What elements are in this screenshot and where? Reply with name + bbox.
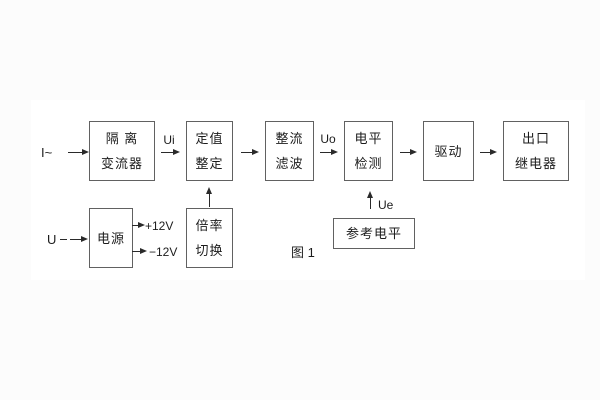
signal-label-input-current: I~	[41, 145, 53, 160]
block-label: 隔 离	[105, 131, 139, 146]
block-isolation-transformer: 隔 离 变流器	[89, 121, 155, 181]
arrow-voltage-to-power	[70, 235, 88, 242]
arrow-reference-ue-up	[367, 191, 373, 209]
signal-label-ui: Ui	[163, 133, 175, 147]
block-label: 电平	[354, 131, 383, 146]
block-ratio-switch: 倍率 切换	[186, 208, 233, 268]
block-label: 整流	[275, 131, 304, 146]
block-level-detector: 电平 检测	[344, 121, 393, 181]
block-label: 切换	[195, 243, 224, 258]
block-label: 驱动	[434, 143, 463, 159]
block-label: 检测	[354, 156, 383, 171]
block-driver: 驱动	[423, 121, 474, 181]
signal-label-uo: Uo	[320, 132, 336, 146]
figure-caption: 图 1	[291, 245, 315, 260]
line-voltage-input-dash	[60, 239, 67, 240]
arrow-rectifier-to-level	[320, 148, 338, 155]
block-label: 变流器	[100, 156, 143, 171]
signal-label-minus12v: −12V	[149, 245, 178, 259]
block-power-supply: 电源	[89, 208, 133, 268]
block-label: 继电器	[514, 156, 557, 171]
block-label: 出口	[521, 131, 550, 146]
arrow-power-minus12v	[132, 247, 147, 254]
arrow-isolation-to-setpoint	[161, 148, 180, 155]
arrow-ratio-to-setpoint	[206, 187, 212, 207]
block-label: 参考电平	[345, 226, 402, 241]
block-label: 电源	[96, 230, 125, 246]
block-label: 定值	[195, 131, 224, 146]
arrow-power-plus12v	[132, 221, 145, 228]
signal-label-plus12v: +12V	[145, 219, 174, 233]
block-label: 整定	[195, 156, 224, 171]
block-label: 滤波	[275, 156, 304, 171]
block-label: 倍率	[195, 218, 224, 233]
arrow-input-to-isolation	[68, 148, 89, 155]
signal-label-input-voltage: U	[47, 232, 57, 247]
signal-label-ue: Ue	[378, 198, 394, 212]
block-output-relay: 出口 继电器	[503, 121, 569, 181]
block-rectifier-filter: 整流 滤波	[265, 121, 314, 181]
arrow-setpoint-to-rectifier	[241, 148, 259, 155]
arrow-driver-to-relay	[480, 148, 497, 155]
block-reference-level: 参考电平	[333, 218, 415, 249]
arrow-level-to-driver	[400, 148, 417, 155]
block-setpoint-adjust: 定值 整定	[186, 121, 233, 181]
